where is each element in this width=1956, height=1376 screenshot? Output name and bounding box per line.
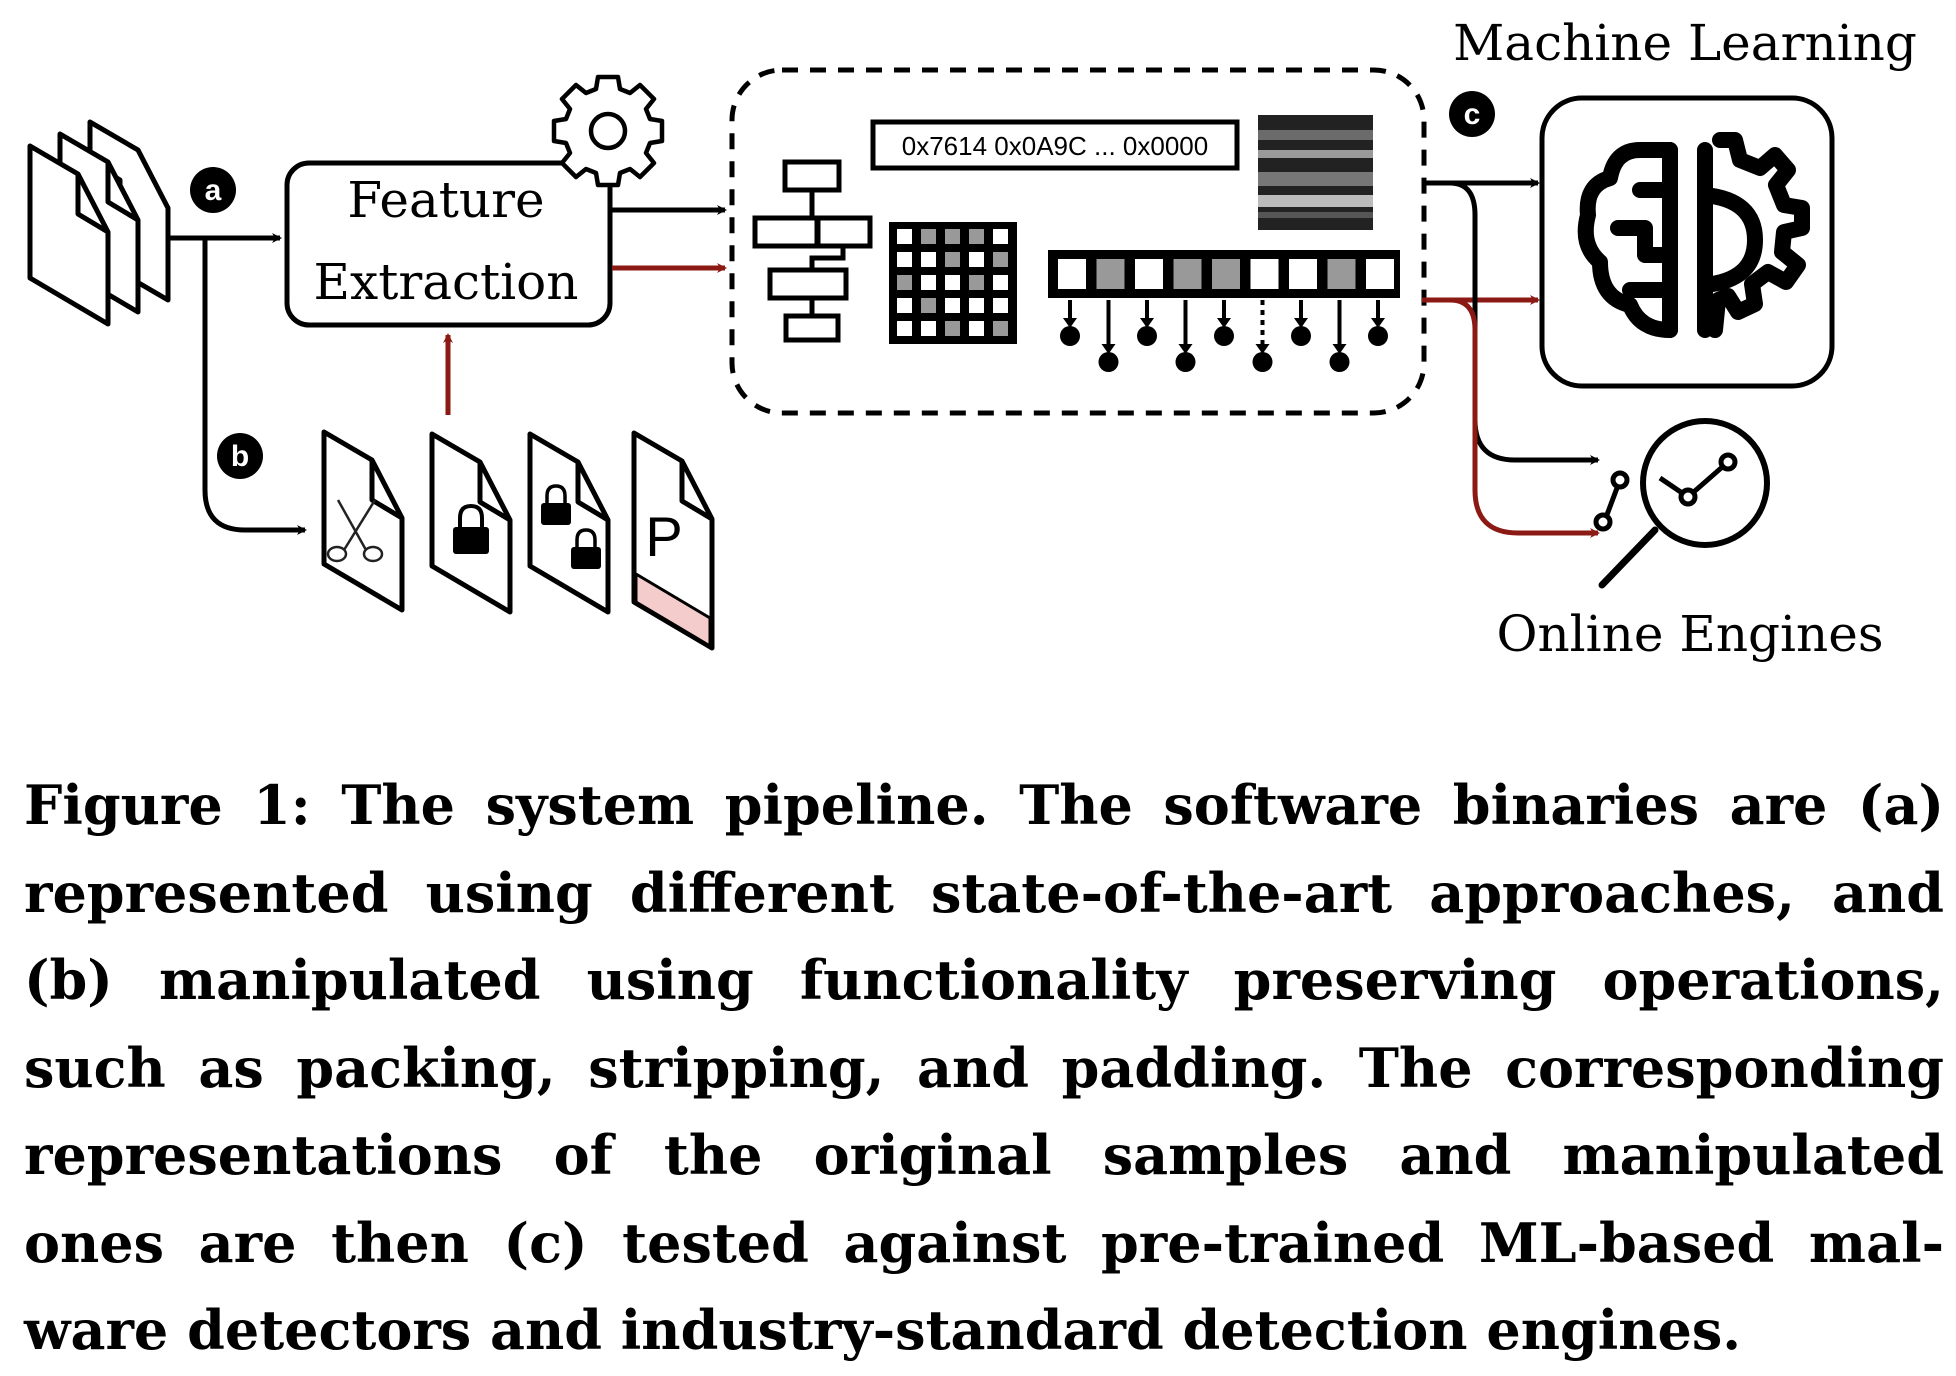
svg-text:b: b: [231, 440, 249, 473]
matrix-cell: [897, 275, 912, 290]
svg-text:Feature: Feature: [347, 171, 544, 229]
arrow-b: [202, 238, 307, 535]
matrix-cell: [993, 298, 1008, 313]
machine-learning-box: [1539, 95, 1835, 389]
matrix-cell: [993, 252, 1008, 267]
figure-caption: Figure 1: The system pipeline. The softw…: [24, 762, 1944, 1375]
sequence-cell: [1327, 259, 1356, 289]
matrix-cell: [969, 275, 984, 290]
sequence-node: [1137, 326, 1157, 346]
caption-line: such as packing, stripping, and padding.…: [24, 1035, 1944, 1100]
matrix-cell: [993, 321, 1008, 336]
feature-representations-box: [729, 67, 1427, 416]
matrix-cell: [993, 229, 1008, 244]
sequence-cell: [1250, 259, 1279, 289]
flowchart-icon: [752, 159, 873, 343]
pipeline-diagram: a b Feature Extraction: [27, 14, 1917, 663]
lock-icon: [453, 503, 489, 554]
double-lock-icon: [541, 484, 601, 569]
matrix-cell: [945, 298, 960, 313]
sequence-node: [1060, 326, 1080, 346]
matrix-cell: [969, 321, 984, 336]
manipulated-doc-padded: P: [631, 430, 715, 651]
sequence-arrowhead: [1294, 318, 1308, 328]
feature-extraction-box: Feature Extraction: [284, 160, 613, 328]
matrix-cell: [897, 298, 912, 313]
caption-line: ones are then (c) tested against pre-tra…: [24, 1210, 1944, 1275]
sequence-cell: [1289, 259, 1317, 289]
matrix-cell: [945, 252, 960, 267]
matrix-cell: [993, 275, 1008, 290]
scissors-icon: [326, 499, 384, 563]
sequence-node: [1368, 326, 1388, 346]
sequence-cell: [1173, 259, 1202, 289]
sequence-node: [1252, 352, 1273, 372]
hex-sequence-box: 0x7614 0x0A9C ... 0x0000: [870, 119, 1240, 171]
caption-line: representations of the original samples …: [24, 1123, 1944, 1187]
sequence-cell: [1366, 259, 1394, 289]
matrix-cell: [969, 252, 984, 267]
caption-line: represented using different state-of-the…: [24, 860, 1944, 925]
sequence-node: [1214, 326, 1234, 346]
sequence-cell: [1058, 259, 1086, 289]
sequence-arrowhead: [1255, 344, 1270, 354]
step-marker-c: c: [1449, 91, 1495, 137]
sequence-arrowhead: [1332, 344, 1347, 354]
machine-learning-label: Machine Learning: [1453, 14, 1917, 72]
svg-text:a: a: [205, 174, 222, 207]
sequence-arrowhead: [1140, 318, 1154, 328]
matrix-cell: [945, 321, 960, 336]
sequence-cell: [1135, 259, 1163, 289]
binary-image-icon: [1258, 115, 1373, 230]
matrix-cell: [897, 321, 912, 336]
brain-gear-icon: [1577, 132, 1810, 338]
matrix-cell: [945, 275, 960, 290]
arrow-c-engines-manipulated: [1449, 297, 1600, 538]
magnifier-chart-icon: [1593, 418, 1770, 589]
matrix-cell: [945, 229, 960, 244]
sequence-node: [1291, 326, 1311, 346]
packed-letter: P: [645, 505, 682, 568]
svg-text:c: c: [1464, 98, 1481, 131]
step-marker-a: a: [190, 167, 236, 213]
svg-text:0x7614 0x0A9C ... 0x0000: 0x7614 0x0A9C ... 0x0000: [902, 131, 1208, 161]
sequence-node: [1175, 352, 1196, 372]
matrix-cell: [921, 252, 936, 267]
matrix-cell: [921, 321, 936, 336]
matrix-cell: [897, 252, 912, 267]
matrix-cell: [897, 229, 912, 244]
gear-icon: [551, 74, 665, 188]
caption-line: (b) manipulated using functionality pres…: [24, 948, 1944, 1012]
manipulated-doc-packed-lock: [429, 431, 513, 615]
svg-text:Extraction: Extraction: [314, 253, 579, 311]
document-stack-icon: [27, 119, 171, 327]
step-marker-b: b: [217, 433, 263, 479]
sequence-cell: [1096, 259, 1125, 289]
matrix-cell: [921, 275, 936, 290]
sequence-arrowhead: [1101, 344, 1116, 354]
matrix-cell: [921, 298, 936, 313]
sequence-icon: [1048, 250, 1400, 372]
caption-line: ware detectors and industry-standard det…: [24, 1298, 1742, 1362]
matrix-cell: [969, 298, 984, 313]
sequence-arrowhead: [1063, 318, 1077, 328]
online-engines-label: Online Engines: [1496, 605, 1883, 663]
matrix-cell: [921, 229, 936, 244]
sequence-cell: [1212, 259, 1240, 289]
sequence-node: [1098, 352, 1119, 372]
sequence-arrowhead: [1371, 318, 1385, 328]
caption-line: Figure 1: The system pipeline. The softw…: [24, 773, 1944, 837]
sequence-arrowhead: [1178, 344, 1193, 354]
matrix-icon: [889, 222, 1017, 344]
matrix-cell: [969, 229, 984, 244]
sequence-node: [1329, 352, 1350, 372]
sequence-arrowhead: [1217, 318, 1231, 328]
